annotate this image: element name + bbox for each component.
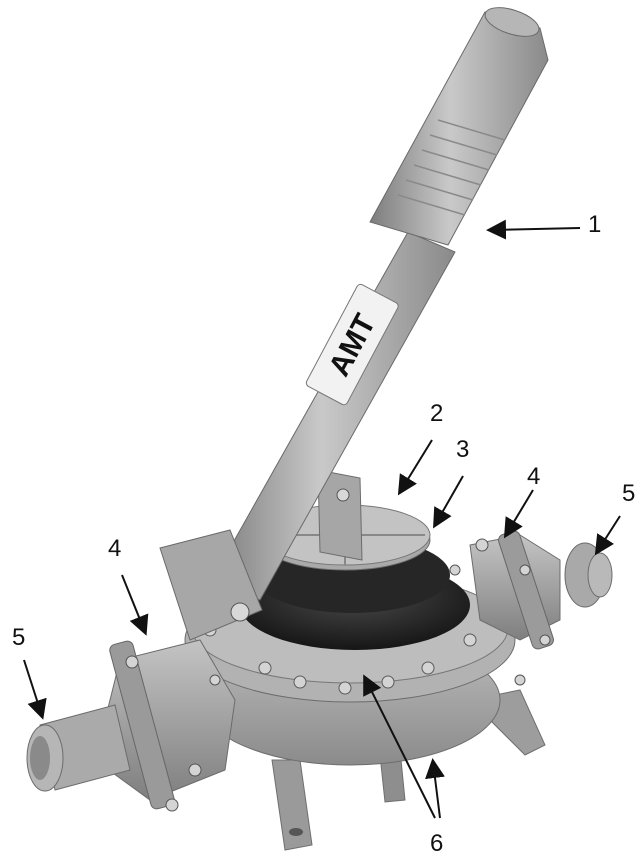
callout-2: 2	[430, 400, 444, 427]
callout-5-right: 5	[622, 480, 636, 507]
callout-4-right: 4	[527, 463, 541, 490]
pump-handle	[159, 7, 549, 641]
right-port	[469, 530, 613, 686]
callout-6: 6	[430, 830, 444, 857]
callout-4-left: 4	[108, 535, 122, 562]
left-port	[26, 639, 236, 812]
callout-arrows	[23, 219, 621, 819]
handle-bracket	[317, 469, 363, 561]
callout-5-left: 5	[12, 624, 26, 651]
callout-3: 3	[456, 436, 470, 463]
callout-1: 1	[588, 211, 602, 238]
